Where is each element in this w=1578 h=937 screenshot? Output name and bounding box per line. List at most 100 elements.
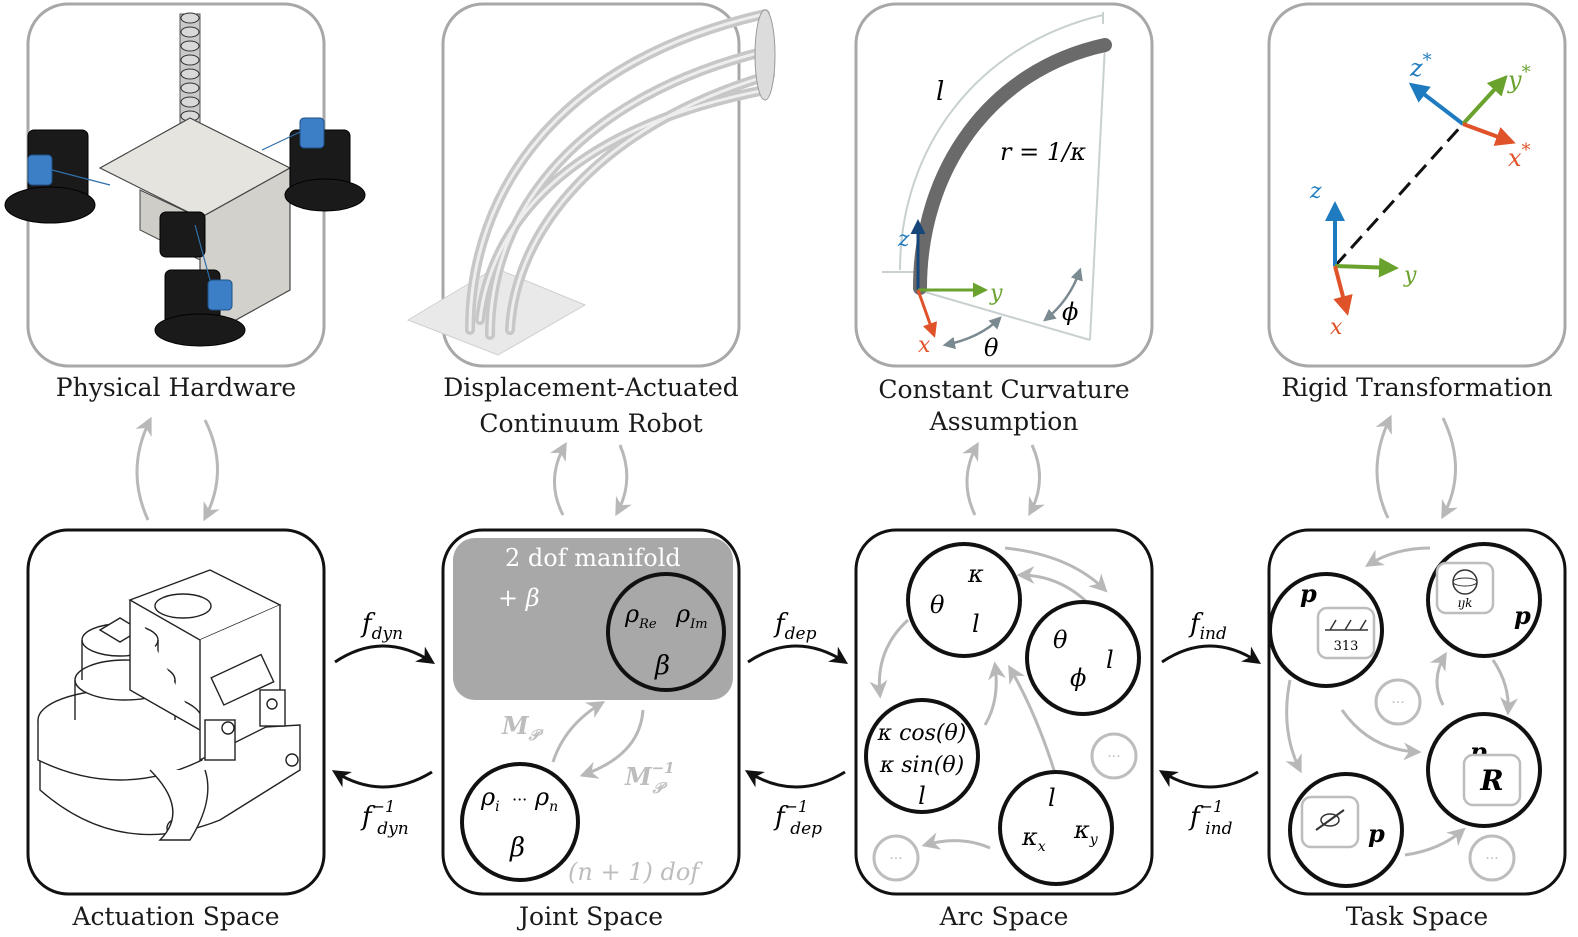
rho-n-symbol: ρn [534, 783, 558, 815]
arc-c3-kcos: κ cos(θ) [877, 721, 967, 746]
task-conversion-arrows [1285, 546, 1519, 857]
manifold-plus-beta: + β [498, 584, 540, 612]
arc-c2-l: l [1106, 646, 1114, 674]
arrow-up-rigid [1375, 414, 1392, 519]
arrow-up-hardware [135, 416, 152, 521]
panel-label-joint-space: Joint Space [516, 902, 663, 931]
task-more-dots-1: ··· [1391, 695, 1404, 711]
constant-curvature-illustration [882, 12, 1112, 350]
dof-label: (n + 1) dof [568, 858, 703, 886]
arc-more-dots-1: ··· [1107, 749, 1120, 765]
cc-length-label: l [936, 77, 944, 107]
rho-dots: ··· [512, 790, 527, 809]
arrow-down-continuum [615, 444, 632, 517]
manifold-label: 2 dof manifold [505, 544, 681, 572]
rho-im-symbol: ρIm [675, 600, 708, 632]
vertical-arrows [135, 414, 1458, 522]
axis-angle-icon [1300, 795, 1360, 849]
cc-theta-label: θ [984, 334, 999, 362]
arc-c1-l: l [972, 610, 980, 638]
rigid-y-star-label: y* [1507, 62, 1531, 94]
rigid-x-star-label: x* [1508, 140, 1531, 172]
panel-label-constant-curvature-line1: Constant Curvature [878, 375, 1129, 404]
arc-c2-theta: θ [1053, 626, 1068, 654]
panel-arc-space: θ κ l θ ϕ l κ cos(θ) κ sin(θ) l l κx κy … [854, 528, 1154, 896]
arrow-up-cc [962, 441, 979, 516]
quaternion-ijk-label: ıȷk [1458, 596, 1473, 610]
label-f-ind: find [1188, 609, 1227, 644]
arrow-M [551, 701, 606, 763]
actuator-line-drawing [37, 569, 301, 841]
joint-params-circle [460, 762, 580, 882]
manifold-params-circle [606, 572, 726, 692]
rotation-matrix-icon [1462, 753, 1522, 807]
rho-i-symbol: ρi [480, 783, 500, 815]
arc-c4-ky: κy [1073, 816, 1099, 848]
arrow-down-rigid [1441, 417, 1458, 520]
arc-c4-kx: κx [1021, 823, 1046, 855]
arc-c4-l: l [1048, 784, 1056, 812]
panel-constant-curvature: l r = 1/κ z y x θ ϕ [854, 2, 1154, 368]
rigid-transform-illustration [1325, 75, 1516, 316]
euler-313-label: 313 [1334, 639, 1359, 654]
label-f-dep: fdep [773, 609, 817, 644]
panel-label-rigid-transformation: Rigid Transformation [1281, 373, 1552, 402]
panel-continuum-robot [406, 2, 776, 368]
label-f-dyn: fdyn [360, 609, 403, 644]
hardware-stack-illustration [4, 12, 366, 347]
map-arrows [331, 644, 1261, 789]
arc-c2-phi: ϕ [1070, 664, 1086, 692]
arrow-f-dep-inverse [744, 770, 846, 789]
rigid-x-label: x [1330, 315, 1343, 340]
arrow-M-inverse [579, 709, 645, 779]
panel-label-actuation-space: Actuation Space [71, 902, 279, 931]
euler-angle-icon [1316, 606, 1376, 660]
panel-rigid-transformation: z* y* x* z y x [1267, 2, 1567, 368]
panel-label-continuum-robot-line2: Continuum Robot [479, 409, 702, 438]
arc-c3-l: l [918, 782, 926, 810]
cc-phi-label: ϕ [1062, 298, 1078, 326]
panel-label-physical-hardware: Physical Hardware [56, 373, 296, 402]
arrow-f-ind [1161, 644, 1261, 664]
arc-circle-kappa-cos-sin [864, 698, 980, 814]
panel-task-space: p 313 ıȷk p p R p ··· ··· [1267, 528, 1567, 896]
task-p-axis-angle: p [1368, 819, 1385, 848]
arc-c1-kappa: κ [967, 560, 984, 588]
cc-x-label: x [918, 333, 931, 358]
rigid-z-star-label: z* [1409, 50, 1432, 82]
arc-more-dots-2: ··· [889, 851, 902, 867]
task-more-circle-1 [1374, 678, 1422, 726]
arrow-f-dyn-inverse [331, 770, 433, 789]
panel-actuation-space [26, 528, 326, 896]
panel-label-constant-curvature-line2: Assumption [929, 407, 1079, 436]
arrow-down-hardware [203, 419, 220, 522]
arc-more-circle-2 [872, 834, 920, 882]
rotation-matrix-R: R [1479, 764, 1503, 797]
continuum-robot-illustration [406, 9, 776, 356]
panel-label-arc-space: Arc Space [939, 902, 1069, 931]
panel-label-continuum-robot-line1: Displacement-Actuated [443, 373, 739, 402]
cc-radius-label: r = 1/κ [1000, 138, 1086, 166]
arrow-up-continuum [550, 441, 567, 516]
arc-circle-theta-phi-l [1025, 600, 1141, 716]
rigid-y-label: y [1403, 263, 1417, 288]
arrow-f-ind-inverse [1158, 770, 1259, 789]
arrow-f-dep [747, 644, 849, 664]
arc-more-circle-1 [1090, 732, 1138, 780]
quaternion-icon [1435, 561, 1495, 615]
task-more-circle-2 [1468, 834, 1516, 882]
task-p-euler: p [1300, 579, 1317, 608]
arrow-f-dyn [334, 644, 436, 664]
arc-circle-theta-kappa-l [906, 542, 1022, 658]
arrow-down-cc [1028, 444, 1045, 517]
task-more-dots-2: ··· [1485, 851, 1498, 867]
arc-c3-ksin: κ sin(θ) [879, 753, 964, 778]
panel-physical-hardware [4, 2, 366, 368]
arc-c1-theta: θ [930, 591, 945, 619]
